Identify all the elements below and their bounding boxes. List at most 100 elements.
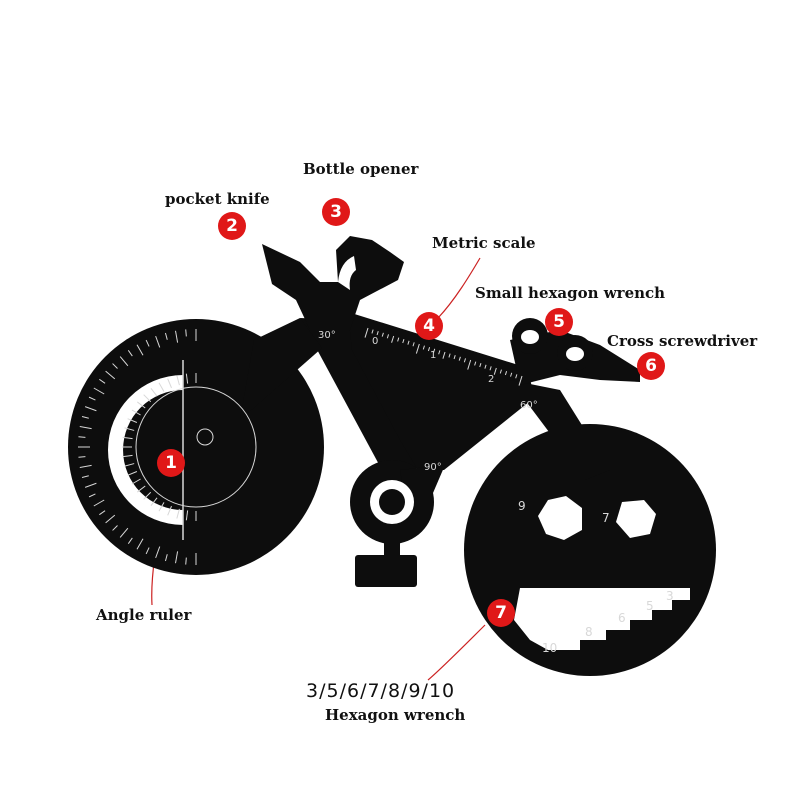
top-tube	[348, 312, 534, 470]
crank-hub	[379, 489, 405, 515]
hex-hole-9	[538, 496, 582, 540]
protractor-ticks	[78, 329, 197, 565]
wrench-5-label: 5	[646, 599, 654, 613]
protractor-tick	[93, 499, 105, 507]
protractor-tick	[105, 370, 116, 380]
marker-4: 4	[415, 312, 443, 340]
protractor-tick	[79, 464, 92, 468]
protractor-inner-tick	[122, 454, 133, 458]
protractor-tick	[84, 406, 97, 412]
protractor-center-mark	[196, 428, 214, 446]
bottom-bracket	[400, 465, 445, 500]
wrench-6-label: 6	[618, 611, 626, 625]
marker-6: 6	[637, 352, 665, 380]
scale-tick	[412, 342, 415, 347]
protractor-tick	[88, 396, 96, 401]
scale-tick	[484, 364, 487, 369]
wrench-8-label: 8	[585, 625, 593, 639]
protractor-inner-tick	[124, 463, 135, 467]
protractor-tick	[88, 493, 96, 498]
scale-0-label: 0	[372, 336, 378, 347]
protractor-inner-tick	[122, 436, 133, 440]
scale-2-label: 2	[488, 374, 494, 385]
protractor-inner-tick	[150, 387, 158, 397]
scale-tick	[442, 351, 446, 359]
scale-tick	[493, 367, 497, 375]
scale-tick	[415, 343, 420, 354]
scale-tick	[479, 363, 482, 368]
small-hex-hole-2	[566, 347, 584, 361]
small-hex-hole-1	[521, 330, 539, 344]
marker-1: 1	[157, 449, 185, 477]
protractor-inner-tick	[185, 373, 189, 384]
protractor-inner-tick	[143, 394, 152, 403]
scale-tick	[402, 339, 405, 344]
protractor-inner-tick	[158, 382, 165, 392]
scale-tick	[422, 345, 425, 350]
protractor-inner-tick	[176, 375, 180, 386]
label-small-hexagon-wrench: Small hexagon wrench	[475, 284, 666, 302]
protractor-tick	[105, 514, 116, 524]
protractor-tick	[119, 527, 129, 538]
protractor-tick	[93, 387, 105, 395]
angle-30-label: 30°	[318, 330, 336, 341]
scale-tick	[386, 334, 390, 339]
protractor-inner-tick	[124, 427, 135, 431]
protractor-inner-tick	[127, 471, 138, 476]
scale-tick	[463, 358, 467, 363]
scale-tick	[453, 355, 456, 360]
cut-outs	[108, 256, 690, 650]
scale-tick	[371, 329, 374, 334]
protractor-tick	[164, 554, 168, 562]
angle-90-label: 90°	[424, 462, 442, 473]
angle-60-label: 60°	[520, 400, 538, 411]
scale-tick	[448, 353, 451, 358]
scale-1-label: 1	[430, 350, 436, 361]
marker-5: 5	[545, 308, 573, 336]
protractor-tick	[136, 538, 144, 550]
scale-tick	[518, 375, 523, 386]
protractor-tick	[81, 415, 89, 419]
protractor-inner-tick	[131, 409, 141, 416]
bicycle-body	[68, 236, 716, 676]
hex-9-label: 9	[518, 499, 526, 513]
scale-tick	[433, 348, 436, 353]
scale-tick	[364, 327, 369, 338]
protractor-tick	[127, 537, 133, 544]
scale-tick	[489, 366, 492, 371]
scale-tick	[474, 361, 477, 366]
protractor-tick	[145, 547, 150, 555]
wrench-3-label: 3	[666, 589, 674, 603]
protractor-inner-tick	[167, 378, 172, 389]
protractor-inner-tick	[158, 502, 165, 512]
scale-tick	[499, 369, 502, 374]
scale-tick	[376, 331, 379, 336]
label-angle-ruler: Angle ruler	[96, 606, 192, 624]
protractor-tick	[185, 557, 187, 565]
scale-tick	[467, 359, 472, 370]
protractor-tick	[78, 456, 86, 458]
label-hex-sizes: 3/5/6/7/8/9/10	[306, 680, 456, 702]
engravings: 30° 60° 90° 0 1 2 9 7 10 8 6 5 3	[318, 330, 674, 655]
pedal	[355, 555, 417, 587]
protractor-tick	[175, 551, 179, 564]
protractor-tick	[185, 329, 187, 337]
scale-tick	[381, 332, 384, 337]
metric-scale-ticks	[364, 327, 523, 386]
hex-wrench-slot	[514, 588, 690, 650]
scale-tick	[438, 350, 441, 355]
label-cross-screwdriver: Cross screwdriver	[607, 332, 758, 350]
marker-3: 3	[322, 198, 350, 226]
protractor-tick	[79, 426, 92, 430]
scale-tick	[510, 372, 513, 377]
marker-7: 7	[487, 599, 515, 627]
protractor-tick	[164, 332, 168, 340]
protractor-tick	[175, 330, 179, 343]
protractor-tick	[155, 335, 161, 348]
protractor-tick	[145, 339, 150, 347]
protractor-tick	[127, 350, 133, 357]
saddle	[262, 236, 404, 330]
protractor-tick	[136, 344, 144, 356]
